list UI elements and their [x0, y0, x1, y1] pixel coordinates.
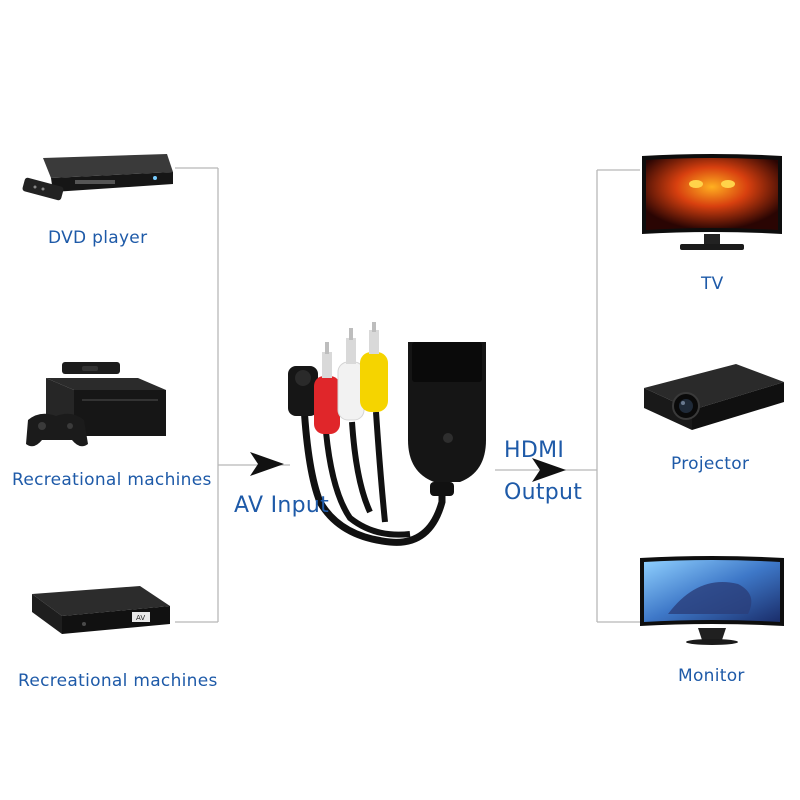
set-top-box-icon: AV — [32, 586, 170, 634]
output-arrow-icon — [532, 458, 566, 482]
hdmi-output-label-line2: Output — [504, 480, 583, 505]
monitor-icon — [640, 556, 784, 645]
av-to-hdmi-adapter-icon — [288, 322, 486, 546]
output-label-tv: TV — [701, 274, 724, 294]
av-input-label: AV Input — [234, 493, 330, 518]
output-label-monitor: Monitor — [678, 666, 745, 686]
output-label-projector: Projector — [671, 454, 750, 474]
dvd-player-icon — [22, 154, 173, 201]
projector-icon — [644, 364, 784, 430]
input-label-console: Recreational machines — [12, 470, 212, 490]
input-label-set-top-box: Recreational machines — [18, 671, 218, 691]
input-arrow-icon — [250, 452, 284, 476]
hdmi-output-label-line1: HDMI — [504, 438, 565, 463]
game-console-icon — [26, 362, 166, 447]
svg-text:AV: AV — [136, 614, 145, 622]
input-label-dvd-player: DVD player — [48, 228, 148, 248]
tv-icon — [642, 154, 782, 250]
